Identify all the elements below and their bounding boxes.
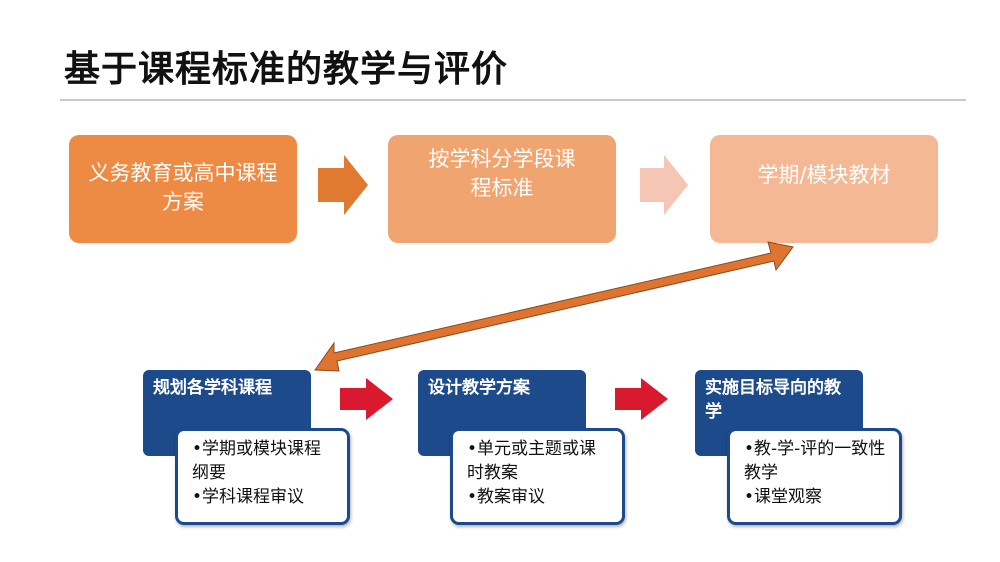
right-arrow-icon (340, 378, 393, 420)
step-heading: 实施目标导向的教学 (705, 378, 841, 422)
box-label: 义务教育或高中课程方案 (88, 161, 278, 214)
right-arrow-icon (318, 155, 368, 215)
box-curriculum-standards: 按学科分学段课程标准 (388, 135, 616, 243)
right-arrow-icon (640, 155, 688, 215)
box-label: 按学科分学段课程标准 (428, 147, 576, 200)
step-details: •单元或主题或课时教案 •教案审议 (450, 428, 625, 525)
step-details: •教-学-评的一致性教学 •课堂观察 (727, 428, 902, 525)
bullet-item: •教-学-评的一致性教学 (744, 439, 886, 483)
box-textbook: 学期/模块教材 (710, 135, 938, 243)
step-heading: 设计教学方案 (428, 378, 530, 398)
box-label: 学期/模块教材 (757, 163, 891, 187)
bullet-item: •学期或模块课程纲要 (192, 439, 322, 483)
bullet-item: •课堂观察 (744, 487, 823, 507)
double-arrow-icon (314, 241, 794, 372)
bullet-item: •教案审议 (467, 487, 546, 507)
slide-title: 基于课程标准的教学与评价 (64, 49, 509, 90)
step-heading: 规划各学科课程 (153, 378, 272, 398)
bullet-item: •单元或主题或课时教案 (467, 439, 597, 483)
title-divider (60, 99, 966, 101)
bullet-item: •学科课程审议 (192, 487, 305, 507)
right-arrow-icon (615, 378, 668, 420)
box-curriculum-plan: 义务教育或高中课程方案 (69, 135, 297, 243)
step-details: •学期或模块课程纲要 •学科课程审议 (175, 428, 350, 525)
